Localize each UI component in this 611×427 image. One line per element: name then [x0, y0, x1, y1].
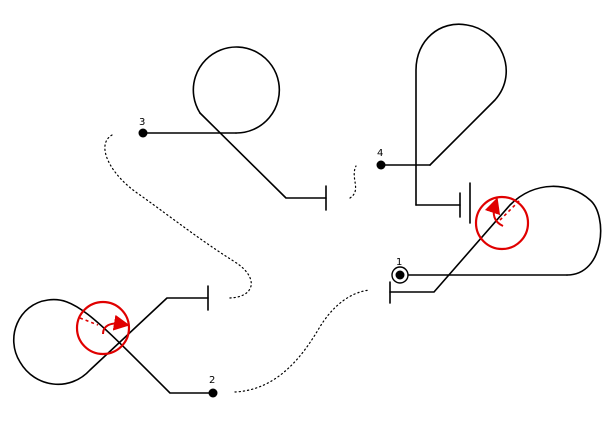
track-4[interactable]: [380, 23, 507, 224]
connector-3-to-left-stop: [104, 134, 252, 299]
node-4[interactable]: 4: [376, 148, 386, 170]
track-2[interactable]: [12, 285, 214, 394]
node-label: 3: [139, 117, 145, 128]
node-3[interactable]: 3: [138, 117, 148, 138]
node-1[interactable]: 1: [391, 257, 409, 284]
dotted-connectors: [104, 134, 371, 393]
track-1[interactable]: [389, 185, 602, 304]
node-label: 2: [209, 375, 215, 386]
node-2[interactable]: 2: [208, 375, 218, 398]
direction-marker-left[interactable]: [75, 300, 131, 356]
connector-top-middle: [349, 165, 357, 199]
node-label: 1: [396, 257, 402, 268]
node-label: 4: [377, 148, 383, 159]
circle-arrow-icon: [474, 195, 530, 251]
connector-2-to-stop-1: [234, 289, 371, 393]
direction-marker-right[interactable]: [474, 195, 530, 251]
track-3[interactable]: [142, 46, 327, 211]
